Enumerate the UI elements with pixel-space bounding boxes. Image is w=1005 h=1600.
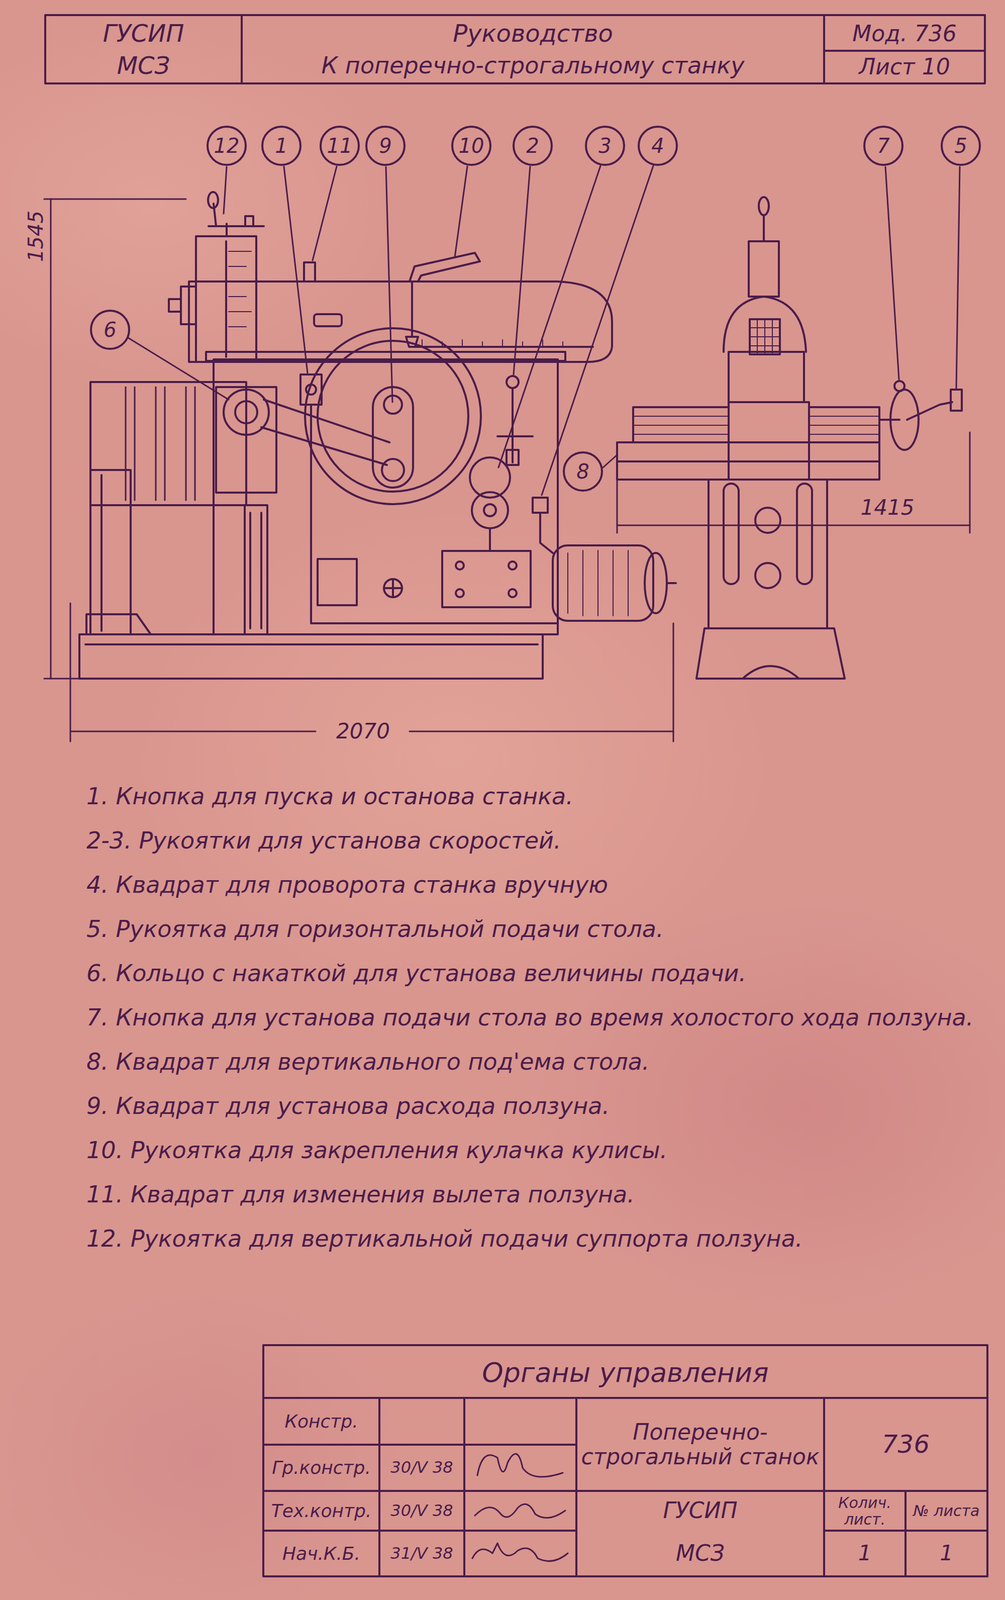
table-cell: Колич. лист. bbox=[824, 1490, 906, 1531]
table-cell: 30/V 38 bbox=[379, 1444, 465, 1491]
control-description: 7. Кнопка для установа подачи стола во в… bbox=[86, 994, 981, 1040]
callout-circle: 10 bbox=[451, 125, 492, 166]
callout-number: 12 bbox=[214, 135, 240, 156]
callout-circle: 9 bbox=[365, 125, 406, 166]
callout-number: 5 bbox=[954, 135, 967, 156]
control-description: 11. Квадрат для изменения вылета ползуна… bbox=[86, 1171, 981, 1217]
table-cell: Констр. bbox=[263, 1397, 380, 1445]
dimension: 2070 bbox=[321, 716, 405, 747]
table-cell: Нач.К.Б. bbox=[263, 1530, 380, 1576]
callout-number: 9 bbox=[378, 135, 392, 156]
control-description: 4. Квадрат для проворота станка вручную bbox=[86, 862, 981, 907]
dimension: 1545 bbox=[23, 206, 49, 267]
table-cell: 31/V 38 bbox=[379, 1530, 465, 1576]
callout-circle: 1 bbox=[261, 125, 302, 166]
table-cell: Тех.контр. bbox=[263, 1490, 380, 1531]
callout-circle: 12 bbox=[206, 125, 247, 166]
table-cell: 736 bbox=[824, 1397, 988, 1491]
callout-circle: 11 bbox=[319, 125, 360, 166]
callout-circle: 4 bbox=[637, 125, 678, 166]
legend-list: 1. Кнопка для пуска и останова станка.2-… bbox=[86, 773, 981, 1261]
table-cell: Поперечно-строгальный станок bbox=[576, 1397, 825, 1491]
table-cell: Гр.констр. bbox=[263, 1444, 380, 1491]
org-name: ГУСИП bbox=[45, 17, 242, 50]
table-cell: № листа bbox=[905, 1490, 988, 1531]
control-description: 2-3. Рукоятки для установа скоростей. bbox=[86, 818, 981, 863]
callout-number: 4 bbox=[651, 135, 664, 156]
callout-number: 10 bbox=[458, 135, 485, 156]
callout-circle: 3 bbox=[584, 125, 626, 166]
callout-number: 8 bbox=[576, 461, 589, 482]
dimension: 1415 bbox=[849, 493, 926, 522]
table-cell: МСЗ bbox=[576, 1530, 825, 1576]
org-name: МСЗ bbox=[45, 49, 242, 82]
callout-circle: 8 bbox=[562, 451, 603, 492]
sheet-number: Лист 10 bbox=[824, 50, 985, 84]
control-description: 5. Рукоятка для горизонтальной подачи ст… bbox=[86, 906, 981, 951]
sheet-title: Руководство bbox=[241, 17, 825, 50]
callout-circle: 7 bbox=[863, 125, 904, 166]
table-cell: ГУСИП bbox=[576, 1490, 825, 1531]
callout-number: 7 bbox=[876, 135, 890, 156]
control-description: 8. Квадрат для вертикального под'ема сто… bbox=[86, 1039, 981, 1084]
sheet-title: К поперечно-строгальному станку bbox=[241, 49, 825, 82]
callout-circle: 5 bbox=[940, 125, 981, 166]
control-description: 6. Кольцо с накаткой для установа величи… bbox=[86, 950, 981, 995]
callout-number: 3 bbox=[598, 135, 612, 156]
control-description: 12. Рукоятка для вертикальной подачи суп… bbox=[86, 1216, 981, 1261]
control-description: 9. Квадрат для установа расхода ползуна. bbox=[86, 1083, 981, 1128]
callout-circle: 6 bbox=[89, 309, 131, 350]
callout-number: 2 bbox=[526, 135, 539, 156]
control-description: 10. Рукоятка для закрепления кулачка кул… bbox=[86, 1127, 981, 1172]
callout-number: 1 bbox=[274, 135, 288, 156]
block-heading: Органы управления bbox=[263, 1346, 988, 1398]
table-cell: 1 bbox=[905, 1530, 988, 1576]
callout-number: 11 bbox=[327, 135, 353, 156]
table-cell: 1 bbox=[824, 1530, 906, 1576]
control-description: 1. Кнопка для пуска и останова станка. bbox=[86, 773, 981, 819]
callout-number: 6 bbox=[103, 319, 117, 340]
callout-circle: 2 bbox=[512, 125, 553, 166]
table-cell: 30/V 38 bbox=[379, 1490, 465, 1531]
model-number: Мод. 736 bbox=[824, 17, 985, 51]
